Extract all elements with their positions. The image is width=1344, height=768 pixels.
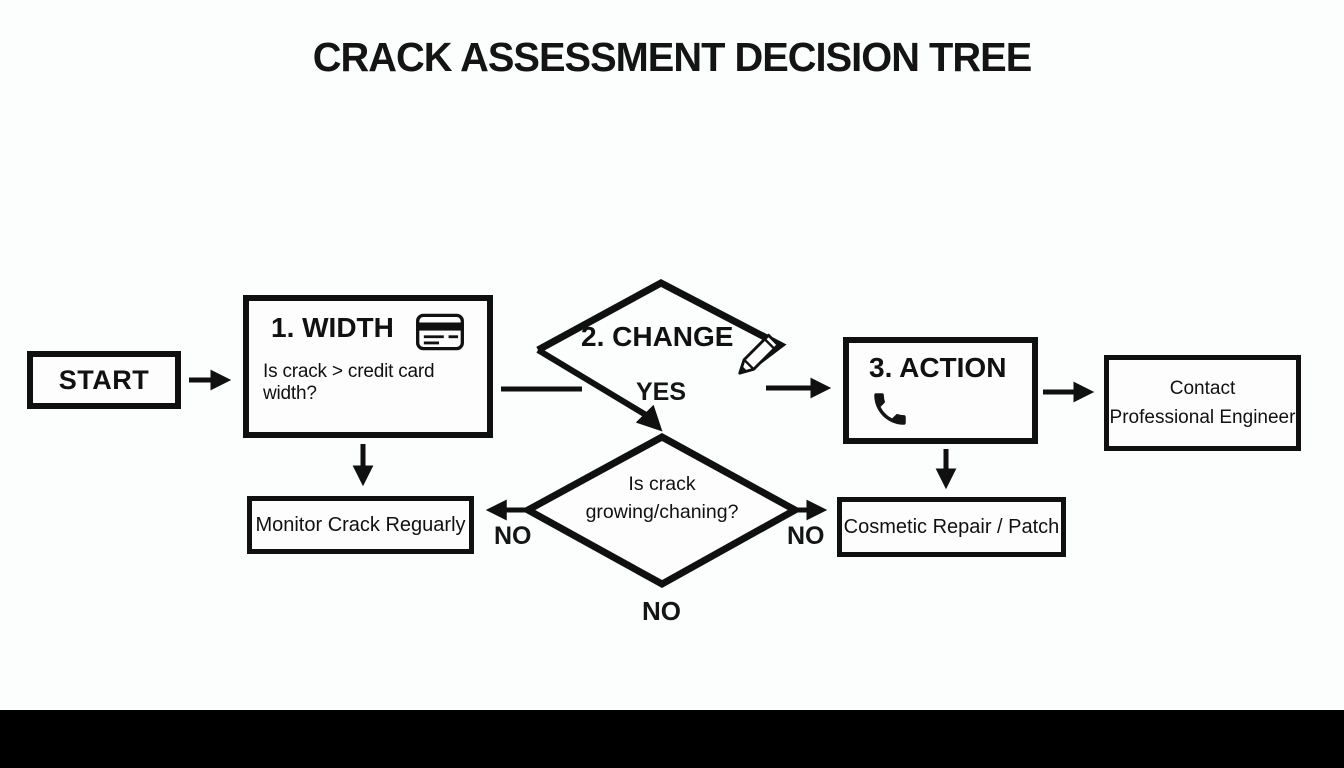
diamond-growing (520, 433, 803, 589)
contact-line2: Professional Engineer (1109, 407, 1296, 428)
node-monitor: Monitor Crack Reguarly (247, 496, 474, 554)
width-step-label: 1. WIDTH (271, 312, 394, 343)
width-question: Is crack > credit card width? (263, 361, 435, 404)
page-title: CRACK ASSESSMENT DECISION TREE (312, 34, 1032, 80)
monitor-label: Monitor Crack Reguarly (255, 513, 466, 536)
edge-label-no-bottom: NO (642, 596, 681, 626)
node-action: 3. ACTION (843, 337, 1038, 444)
pencil-icon (735, 330, 781, 381)
change-step-label: 2. CHANGE (581, 321, 734, 352)
cosmetic-label: Cosmetic Repair / Patch (843, 515, 1060, 538)
growing-line2: growing/chaning? (585, 501, 739, 524)
edge-label-no-left: NO (494, 522, 532, 550)
growing-line1: Is crack (628, 473, 696, 495)
node-growing: Is crack growing/chaning? (560, 470, 764, 527)
start-label: START (58, 364, 150, 395)
edge-yes (536, 347, 663, 432)
node-contact: Contact Professional Engineer (1104, 355, 1301, 451)
edge-label-no-right: NO (787, 522, 825, 550)
node-width: 1. WIDTH Is crack > credit card width? (243, 295, 493, 438)
contact-line1: Contact (1169, 377, 1236, 399)
credit-card-icon (416, 313, 464, 351)
action-step-label: 3. ACTION (869, 352, 1007, 383)
footer-bar (0, 710, 1344, 768)
node-cosmetic: Cosmetic Repair / Patch (837, 497, 1066, 557)
node-start: START (27, 351, 181, 409)
node-change: 2. CHANGE (581, 321, 781, 381)
edge-label-yes: YES (636, 378, 687, 406)
phone-icon (869, 388, 1032, 435)
